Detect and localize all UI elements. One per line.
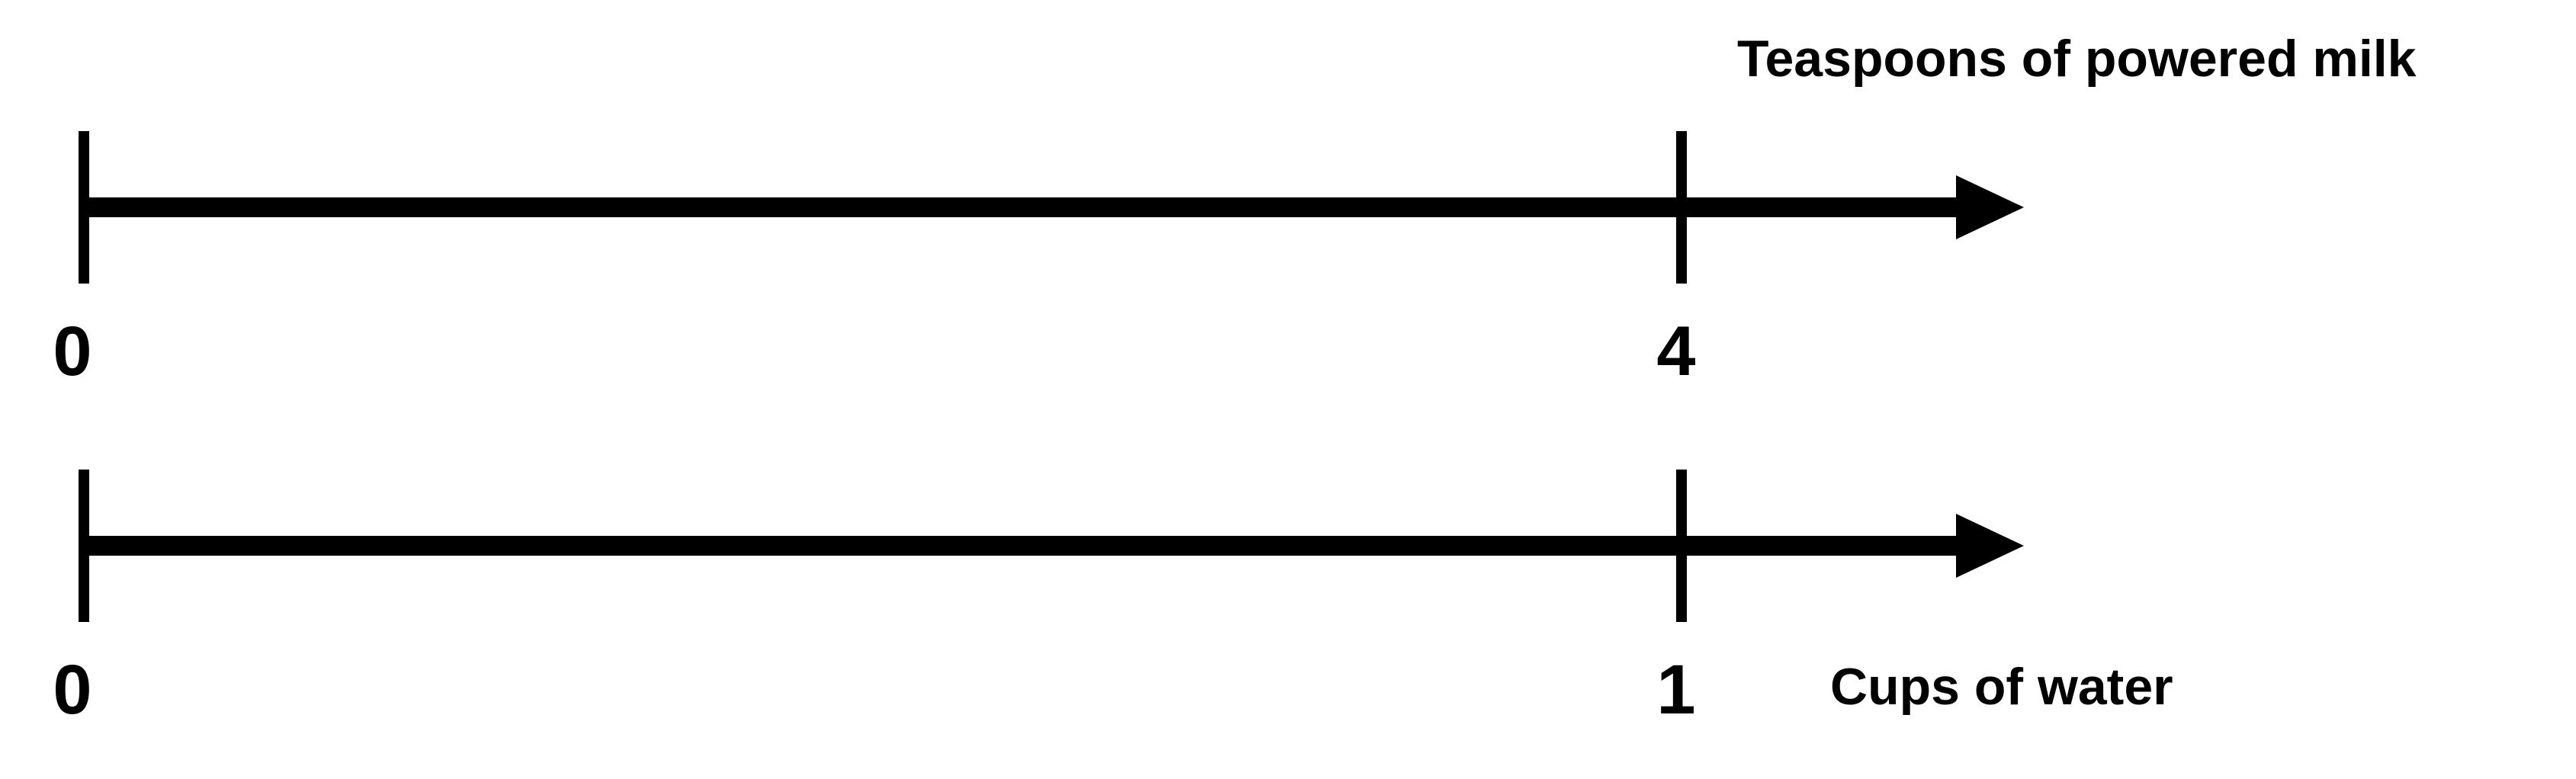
arrowhead-cups <box>1956 514 2024 578</box>
tick-label-teaspoons-4: 4 <box>1656 313 1695 390</box>
axis-title-teaspoons: Teaspoons of powered milk <box>1737 30 2417 88</box>
number-line-cups: 0 1 Cups of water <box>53 470 2173 729</box>
tick-label-teaspoons-0: 0 <box>53 313 92 390</box>
arrowhead-teaspoons <box>1956 175 2024 239</box>
tick-label-cups-0: 0 <box>53 651 92 729</box>
axis-title-cups: Cups of water <box>1830 658 2173 716</box>
number-line-teaspoons: Teaspoons of powered milk 0 4 <box>53 30 2416 390</box>
tick-label-cups-1: 1 <box>1656 651 1695 729</box>
